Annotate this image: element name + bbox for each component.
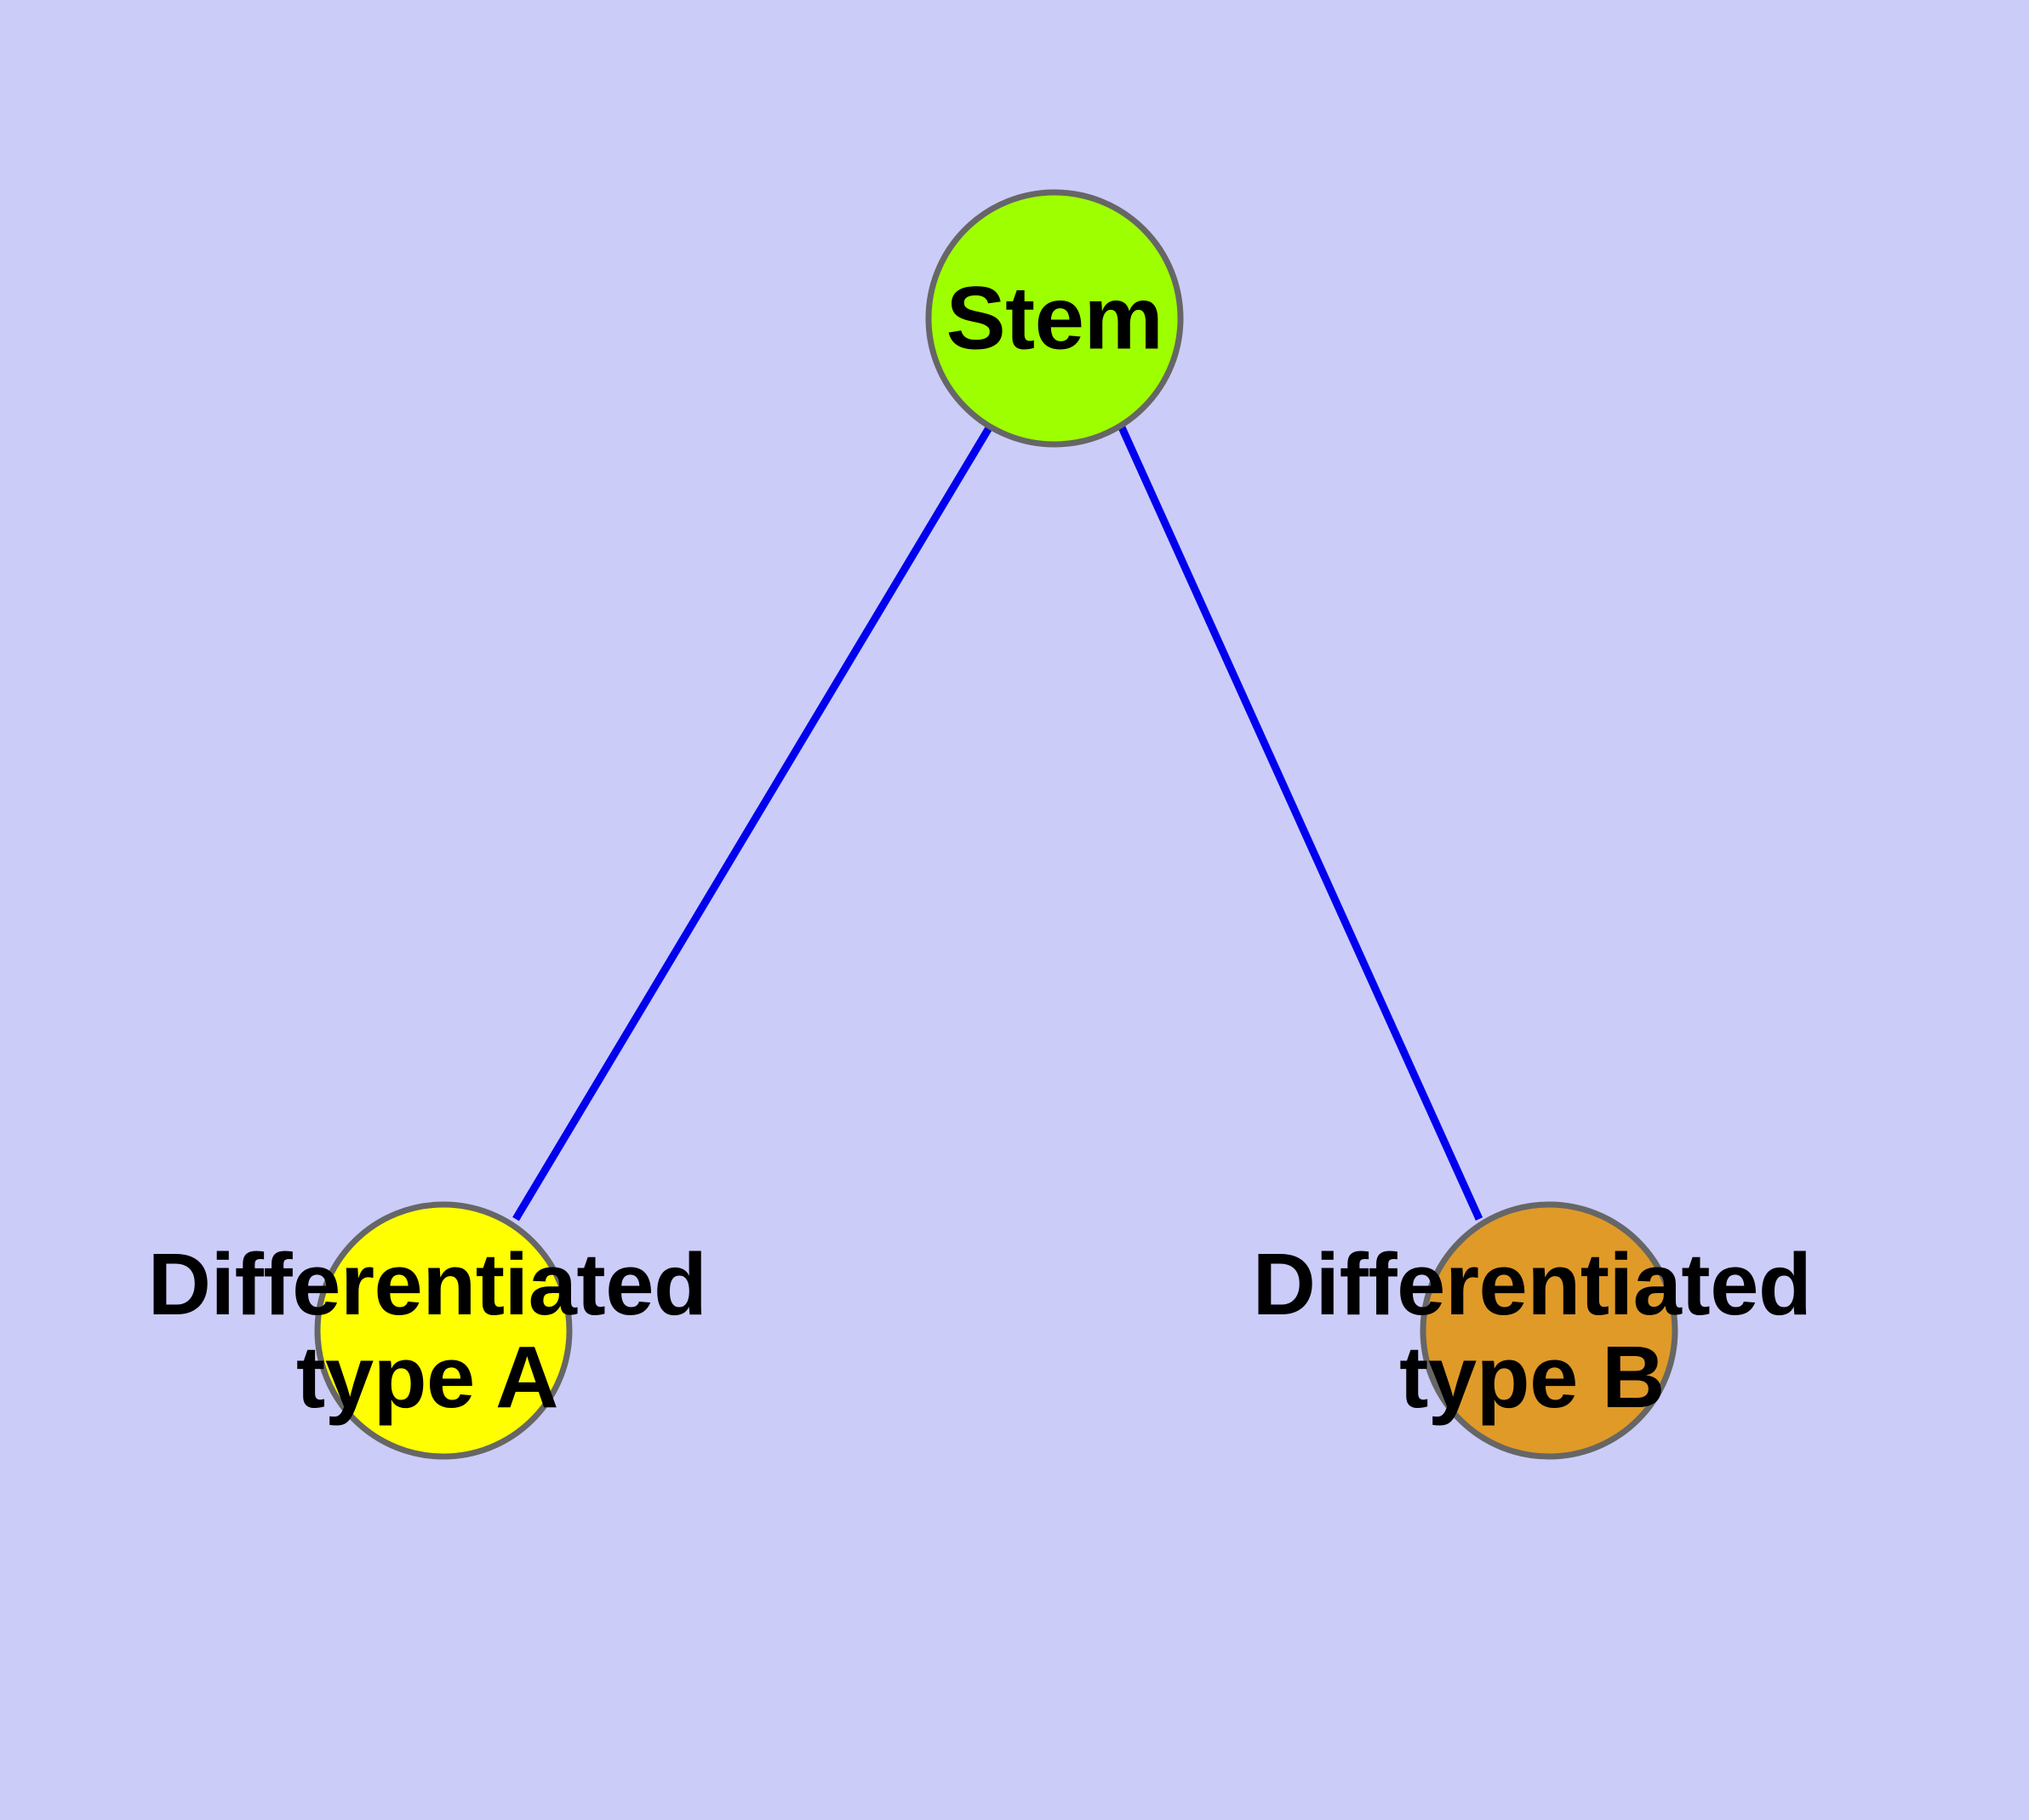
edge-stem-to-differentiated-type-a[interactable] (512, 424, 993, 1222)
node-circle-differentiated-type-a[interactable] (314, 1201, 573, 1460)
node-circle-differentiated-type-b[interactable] (1420, 1201, 1678, 1460)
node-circle-stem[interactable] (925, 189, 1184, 448)
edge-stem-to-differentiated-type-b[interactable] (1117, 426, 1483, 1221)
